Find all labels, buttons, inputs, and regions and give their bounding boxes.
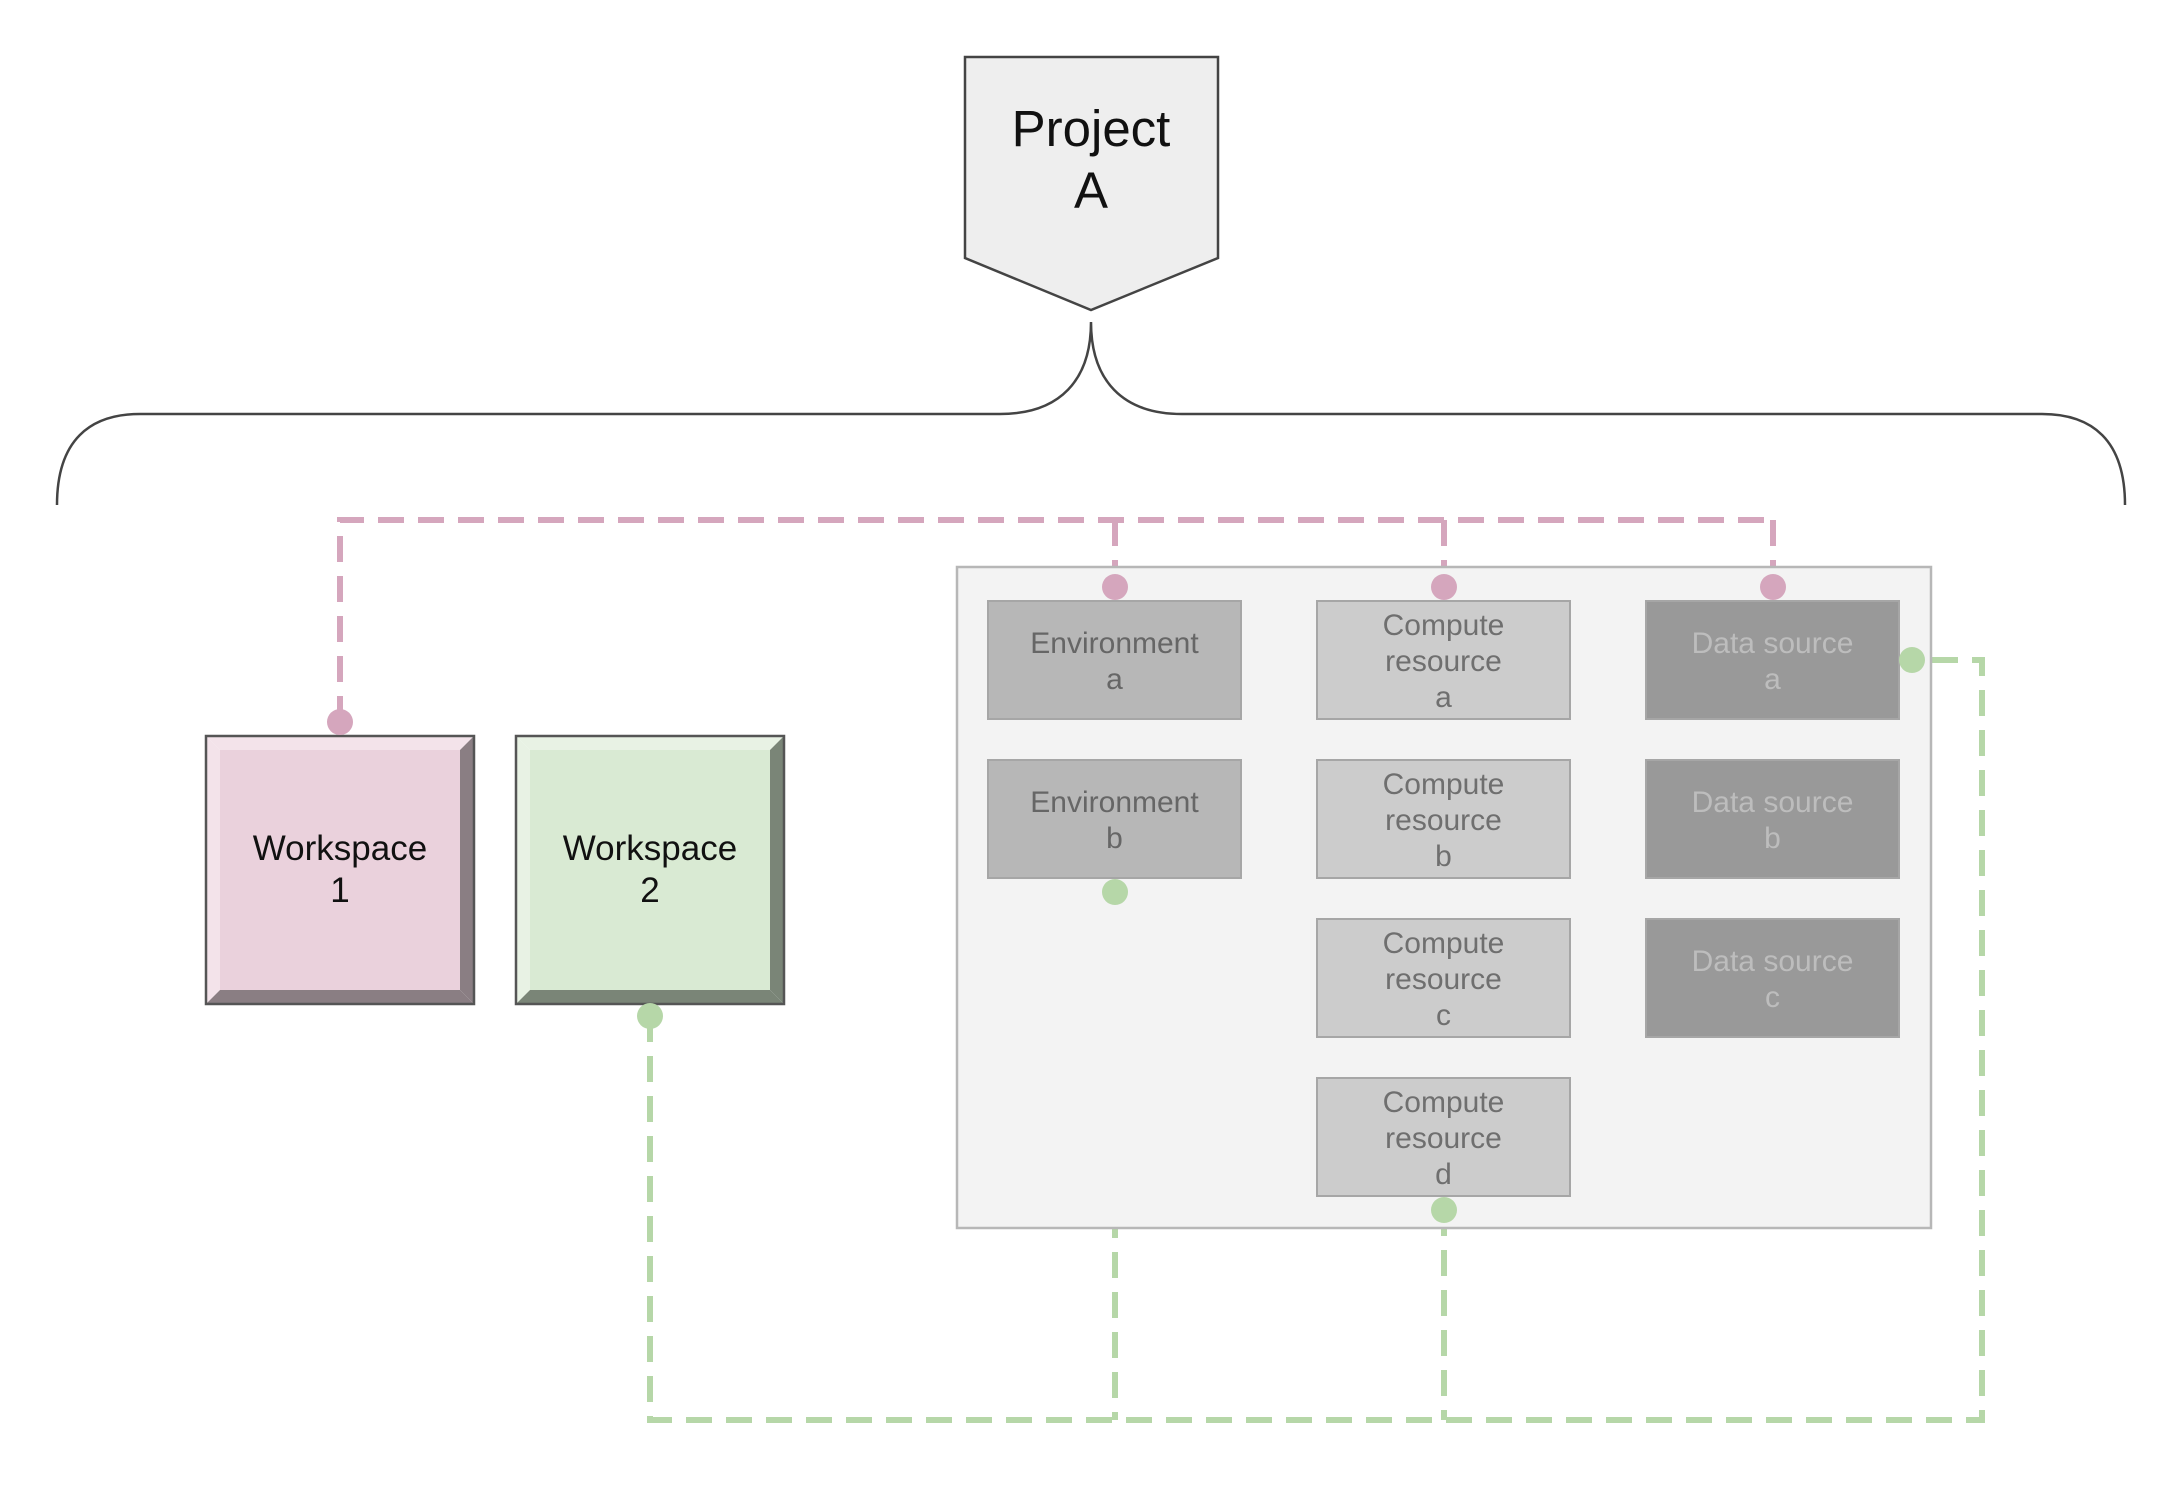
workspace-1-label-line2: 1 (330, 871, 349, 910)
cr-a-label-line1: Compute (1383, 609, 1505, 642)
project-node[interactable]: Project A (963, 55, 1220, 312)
ds-c-label-line1: Data source (1692, 945, 1854, 978)
link-endpoints (327, 574, 1925, 1223)
green-endpoint-compute-d (1431, 1197, 1457, 1223)
resource-boxes: EnvironmentaEnvironmentbComputeresourcea… (987, 600, 1900, 1197)
cr-c-label-line2: resource (1385, 963, 1502, 996)
cr-b-label-line3: b (1435, 840, 1452, 873)
cr-d-label-line1: Compute (1383, 1086, 1505, 1119)
ds-b-box (1645, 759, 1900, 879)
project-label-line2: A (1074, 162, 1108, 219)
cr-a-label-line2: resource (1385, 645, 1502, 678)
grouping-brace (55, 321, 2127, 506)
cr-d-box (1316, 1077, 1571, 1197)
cr-d-label-line2: resource (1385, 1122, 1502, 1155)
green-endpoint-workspace-2 (637, 1003, 663, 1029)
green-endpoint-data-a (1899, 647, 1925, 673)
workspace-1-bevel-left (206, 736, 220, 1004)
cr-c-label-line3: c (1436, 999, 1451, 1032)
pink-link-trunk (337, 517, 1773, 722)
ds-b-label-line1: Data source (1692, 786, 1854, 819)
cr-a-label-line3: a (1435, 681, 1452, 714)
workspace-2-label-line1: Workspace (563, 829, 737, 868)
env-a-label-line1: Environment (1030, 627, 1199, 660)
project-label-line1: Project (1012, 100, 1171, 157)
green-endpoint-env-b (1102, 879, 1128, 905)
workspace-1-outline (204, 734, 476, 1006)
workspace-1-bevel-top (206, 736, 474, 750)
cr-b-label-line2: resource (1385, 804, 1502, 837)
project-shape (963, 55, 1220, 312)
pink-endpoint-data-a (1760, 574, 1786, 600)
ds-a-box (1645, 600, 1900, 720)
ds-c-box (1645, 918, 1900, 1038)
workspace-2-bevel-bottom (516, 990, 784, 1004)
cr-b-box (1316, 759, 1571, 879)
workspace-1-node[interactable]: Workspace 1 (204, 734, 476, 1006)
cr-c-box (1316, 918, 1571, 1038)
workspace-1-bevel-right (460, 736, 474, 1004)
pink-endpoint-compute-a (1431, 574, 1457, 600)
workspace-1-label-line1: Workspace (253, 829, 427, 868)
env-b-label-line2: b (1106, 822, 1123, 855)
env-a-label-line2: a (1106, 663, 1123, 696)
pink-endpoint-workspace-1 (327, 709, 353, 735)
ds-c-label-line2: c (1765, 981, 1780, 1014)
ds-a-label-line1: Data source (1692, 627, 1854, 660)
workspace-2-label-line2: 2 (640, 871, 659, 910)
cr-c-label-line1: Compute (1383, 927, 1505, 960)
workspace-2-face (530, 750, 770, 990)
cr-a-box (1316, 600, 1571, 720)
workspace-2-bevel-top (516, 736, 784, 750)
workspace-2-bevel-left (516, 736, 530, 1004)
env-b-label-line1: Environment (1030, 786, 1199, 819)
ds-a-label-line2: a (1764, 663, 1781, 696)
cr-b-label-line1: Compute (1383, 768, 1505, 801)
pink-endpoint-env-a (1102, 574, 1128, 600)
green-link-trunk (647, 657, 1985, 1423)
workspace-2-node[interactable]: Workspace 2 (514, 734, 786, 1006)
env-b-box (987, 759, 1242, 879)
cr-d-label-line3: d (1435, 1158, 1452, 1191)
workspace-2-bevel-right (770, 736, 784, 1004)
ds-b-label-line2: b (1764, 822, 1781, 855)
workspace-1-face (220, 750, 460, 990)
workspace-1-bevel-bottom (206, 990, 474, 1004)
env-a-box (987, 600, 1242, 720)
